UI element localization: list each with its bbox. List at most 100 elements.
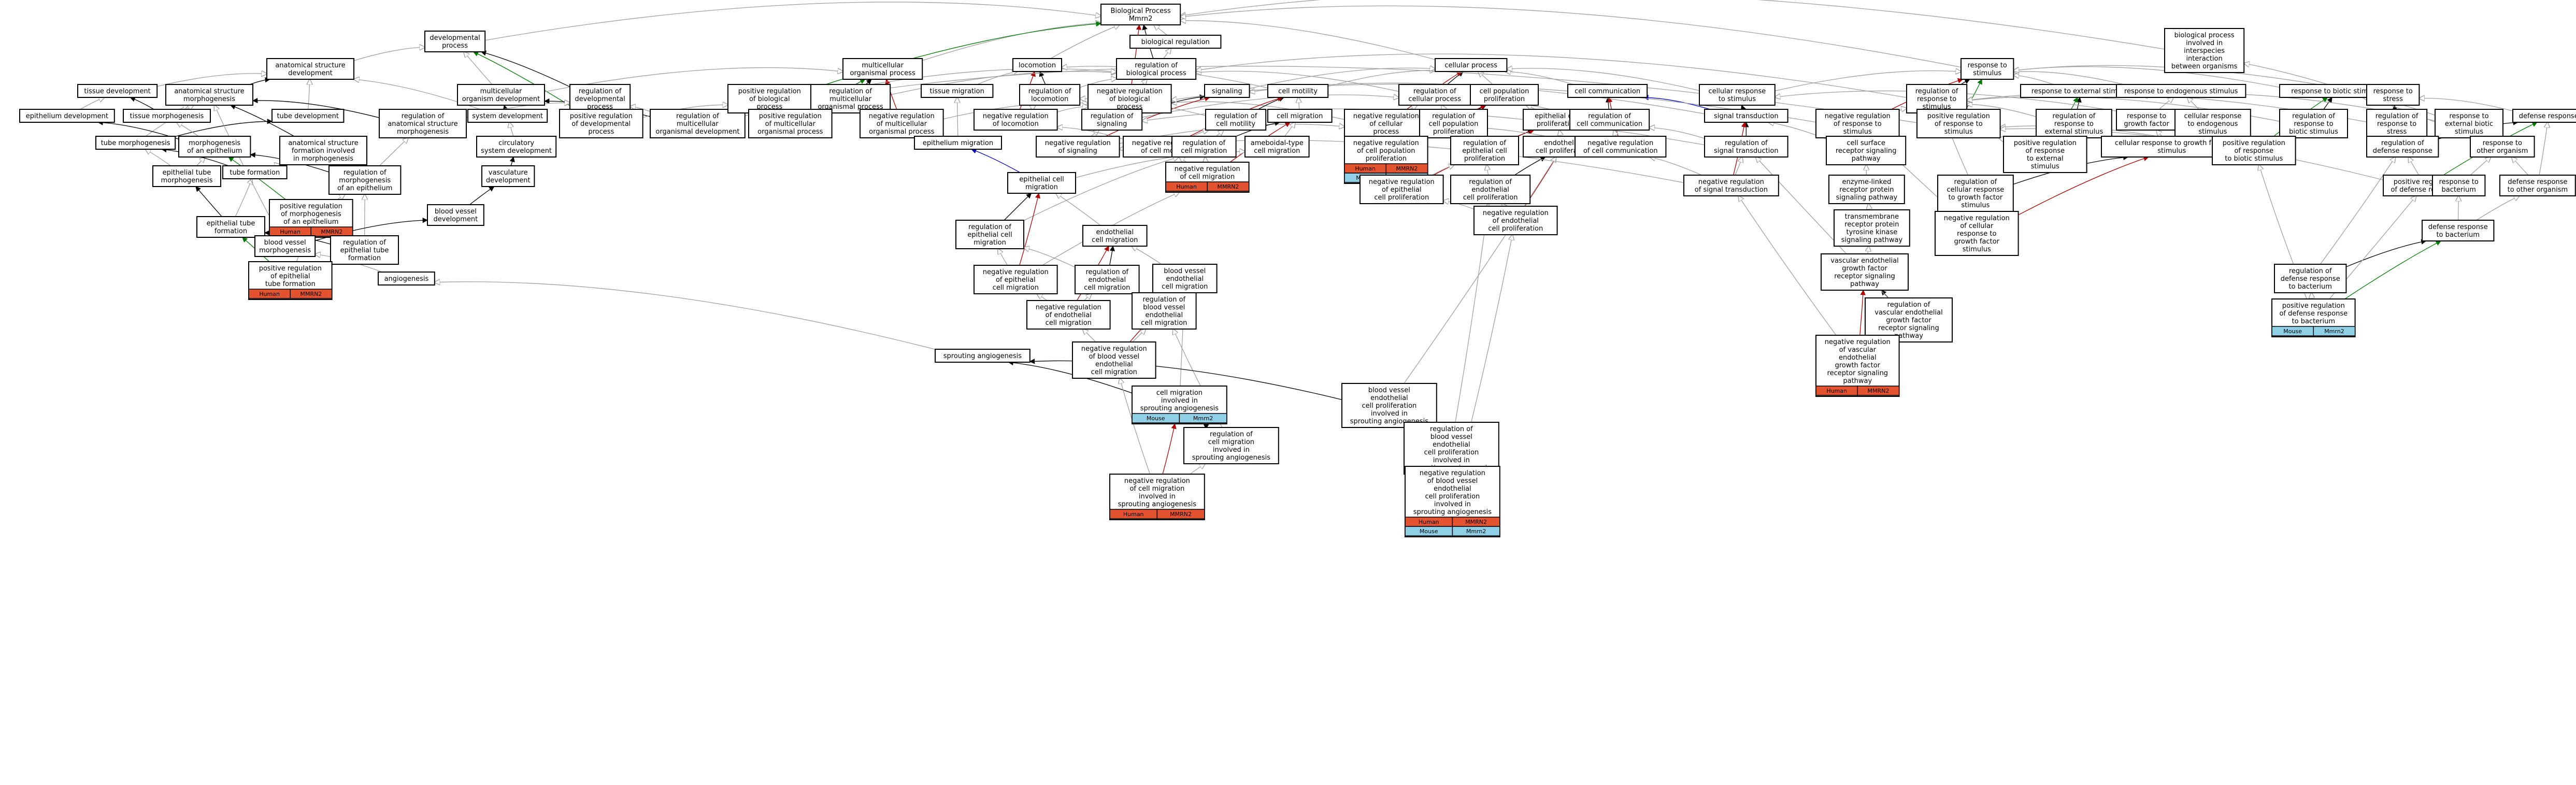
go-term-cellmotility[interactable]: cell motility: [1267, 84, 1329, 98]
go-term-breg[interactable]: biological regulation: [1129, 35, 1222, 49]
go-term-tissuemig[interactable]: tissue migration: [921, 84, 994, 98]
go-term-angiogenesis[interactable]: angiogenesis: [378, 272, 435, 286]
go-term-tubeform[interactable]: tube formation: [222, 165, 288, 179]
go-term-epidev[interactable]: epithelium development: [19, 109, 115, 123]
go-term-tissuemorph[interactable]: tissue morphogenesis: [123, 109, 211, 123]
go-term-cellmig[interactable]: cell migration: [1267, 109, 1333, 123]
go-term-sigtrans[interactable]: signal transduction: [1704, 109, 1788, 123]
go-term-respendo[interactable]: response to endogenous stimulus: [2116, 84, 2246, 98]
go-term-tubemorph[interactable]: tube morphogenesis: [95, 136, 176, 150]
go-term-sproutang[interactable]: sprouting angiogenesis: [935, 349, 1031, 363]
go-term-tissuedev[interactable]: tissue development: [77, 84, 158, 98]
go-term-defresp[interactable]: defense response: [2512, 109, 2576, 123]
go-term-cellproc[interactable]: cellular process: [1435, 58, 1508, 72]
go-term-sysdev[interactable]: system development: [467, 109, 548, 123]
go-term-locomotion[interactable]: locomotion: [1012, 58, 1062, 72]
go-term-tubedev[interactable]: tube development: [271, 109, 345, 123]
go-term-epimig[interactable]: epithelium migration: [914, 136, 1002, 150]
go-term-cellcomm[interactable]: cell communication: [1567, 84, 1648, 98]
